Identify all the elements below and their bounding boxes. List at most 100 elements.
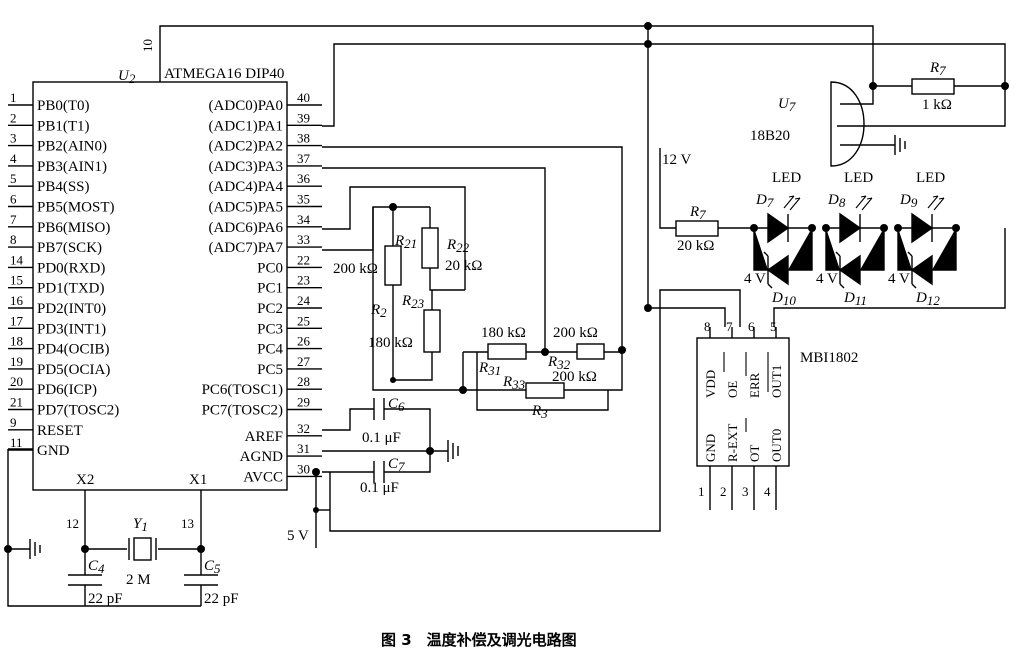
pin-name-right: AVCC bbox=[243, 469, 283, 485]
pin-name-right: PC4 bbox=[257, 342, 283, 358]
driver-pin-num-bottom: 4 bbox=[764, 484, 771, 499]
zener-value: 4 V bbox=[816, 271, 838, 287]
resistor-network-r3: 180 kΩ 200 kΩ 200 kΩ R31 R32 R33 R3 bbox=[459, 325, 626, 421]
pin-number-right: 36 bbox=[297, 171, 311, 186]
led-diode bbox=[754, 212, 812, 244]
pin-number-left: 4 bbox=[10, 151, 17, 166]
zener-diode bbox=[825, 228, 885, 289]
r31-ref: R31 bbox=[478, 360, 501, 378]
pin-number-right: 27 bbox=[297, 354, 311, 369]
pin-number-right: 35 bbox=[297, 192, 310, 207]
r23-ref: R23 bbox=[401, 293, 425, 311]
resistor-r7-series bbox=[675, 220, 719, 237]
pin-name-right: (ADC0)PA0 bbox=[209, 98, 283, 114]
x2-label: X2 bbox=[76, 472, 94, 488]
pin-number-right: 29 bbox=[297, 395, 310, 410]
c5-ref: C5 bbox=[204, 558, 221, 576]
pin-name-left: PB7(SCK) bbox=[37, 240, 102, 256]
pin-number-left: 20 bbox=[10, 374, 23, 389]
r22-ref: R22 bbox=[446, 237, 470, 255]
pin-number-left: 11 bbox=[10, 435, 23, 450]
driver-pin-name-bottom: R-EXT bbox=[725, 424, 740, 462]
resistor-r32 bbox=[576, 343, 605, 360]
series-r-value: 20 kΩ bbox=[677, 238, 714, 254]
pin-name-right: (ADC4)PA4 bbox=[209, 179, 284, 195]
zener-diode bbox=[897, 228, 957, 289]
resistor-network-r2: R21 R22 R23 R2 200 kΩ 20 kΩ 180 kΩ bbox=[333, 203, 482, 391]
led-label: LED bbox=[772, 170, 801, 186]
supply-12v-label: 12 V bbox=[662, 152, 691, 168]
led-diode bbox=[826, 212, 884, 244]
pin-number-left: 5 bbox=[10, 171, 17, 186]
pin-number-right: 24 bbox=[297, 293, 311, 308]
pin-number-right: 38 bbox=[297, 131, 310, 146]
pin-number-left: 15 bbox=[10, 273, 23, 288]
pin-number-left: 7 bbox=[10, 212, 17, 227]
pin-name-right: AREF bbox=[245, 429, 283, 445]
cap-c4 bbox=[68, 549, 102, 606]
crystal-value: 2 M bbox=[126, 572, 151, 588]
driver-pin-num-top: 7 bbox=[726, 319, 733, 334]
pin-12-number: 12 bbox=[66, 516, 79, 531]
pin-number-left: 17 bbox=[10, 313, 24, 328]
pin-number-left: 8 bbox=[10, 232, 17, 247]
c6-value: 0.1 μF bbox=[362, 430, 401, 446]
pin-number-right: 23 bbox=[297, 273, 310, 288]
pin-number-right: 25 bbox=[297, 313, 310, 328]
wire-r3-outer bbox=[476, 352, 609, 411]
r31-value: 180 kΩ bbox=[481, 325, 526, 341]
pin-name-right: (ADC7)PA7 bbox=[209, 240, 284, 256]
cap-c5 bbox=[184, 549, 218, 606]
light-arrow-icon bbox=[927, 195, 945, 211]
temperature-sensor-section: R7 1 kΩ U7 18B20 bbox=[644, 22, 1009, 327]
pin-number-right: 31 bbox=[297, 441, 310, 456]
wire-12v bbox=[659, 148, 754, 229]
driver-body bbox=[696, 337, 790, 467]
wire-pa3 bbox=[322, 167, 546, 352]
sensor-ref: U7 bbox=[778, 96, 796, 114]
wire-pin10-top bbox=[159, 25, 648, 82]
pin-number-right: 39 bbox=[297, 110, 310, 125]
led-ref: D8 bbox=[827, 192, 846, 210]
pin-number-right: 34 bbox=[297, 212, 311, 227]
zener-ref: D10 bbox=[771, 290, 796, 308]
led-ref: D7 bbox=[755, 192, 774, 210]
driver-pin-num-bottom: 1 bbox=[698, 484, 705, 499]
driver-pin-num-top: 5 bbox=[770, 319, 777, 334]
pin-13-number: 13 bbox=[181, 516, 194, 531]
driver-pin-num-top: 6 bbox=[748, 319, 755, 334]
crystal-y1 bbox=[133, 537, 152, 561]
pin-name-left: PD5(OCIA) bbox=[37, 362, 110, 378]
pullup-value: 1 kΩ bbox=[922, 97, 952, 113]
resistor-r7-pullup bbox=[911, 78, 955, 95]
pin-name-left: PB2(AIN0) bbox=[37, 139, 107, 155]
pin-number-left: 1 bbox=[10, 90, 17, 105]
pin-number-left: 3 bbox=[10, 131, 17, 146]
pin-number-left: 19 bbox=[10, 354, 23, 369]
c5-value: 22 pF bbox=[204, 591, 239, 607]
wire-sensor-vcc bbox=[648, 25, 874, 86]
pin-name-right: PC1 bbox=[257, 281, 283, 297]
mcu-right-pins: 40(ADC0)PA039(ADC1)PA138(ADC2)PA237(ADC3… bbox=[202, 90, 322, 485]
pin-number-right: 37 bbox=[297, 151, 311, 166]
pin-name-right: (ADC3)PA3 bbox=[209, 159, 283, 175]
cap-c6 bbox=[373, 398, 385, 420]
pin-number-left: 16 bbox=[10, 293, 24, 308]
pin-name-left: PD4(OCIB) bbox=[37, 342, 110, 358]
pin-name-right: PC3 bbox=[257, 321, 283, 337]
pin-number-right: 40 bbox=[297, 90, 310, 105]
pin-name-left: PB1(T1) bbox=[37, 118, 90, 134]
figure-caption: 图 3 温度补偿及调光电路图 bbox=[381, 631, 577, 649]
driver-pin-num-top: 8 bbox=[704, 319, 711, 334]
resistor-r22 bbox=[421, 227, 439, 269]
zener-ref: D11 bbox=[843, 290, 867, 308]
sensor-part: 18B20 bbox=[750, 128, 790, 144]
driver-mbi1802: MBI1802 8VDD7OE6ERR5OUT11GND2R-EXT3OT4OU… bbox=[696, 319, 858, 510]
sensor-18b20-body bbox=[830, 81, 865, 167]
pin-name-left: PB5(MOST) bbox=[37, 200, 115, 216]
pin-name-left: PD7(TOSC2) bbox=[37, 403, 119, 419]
